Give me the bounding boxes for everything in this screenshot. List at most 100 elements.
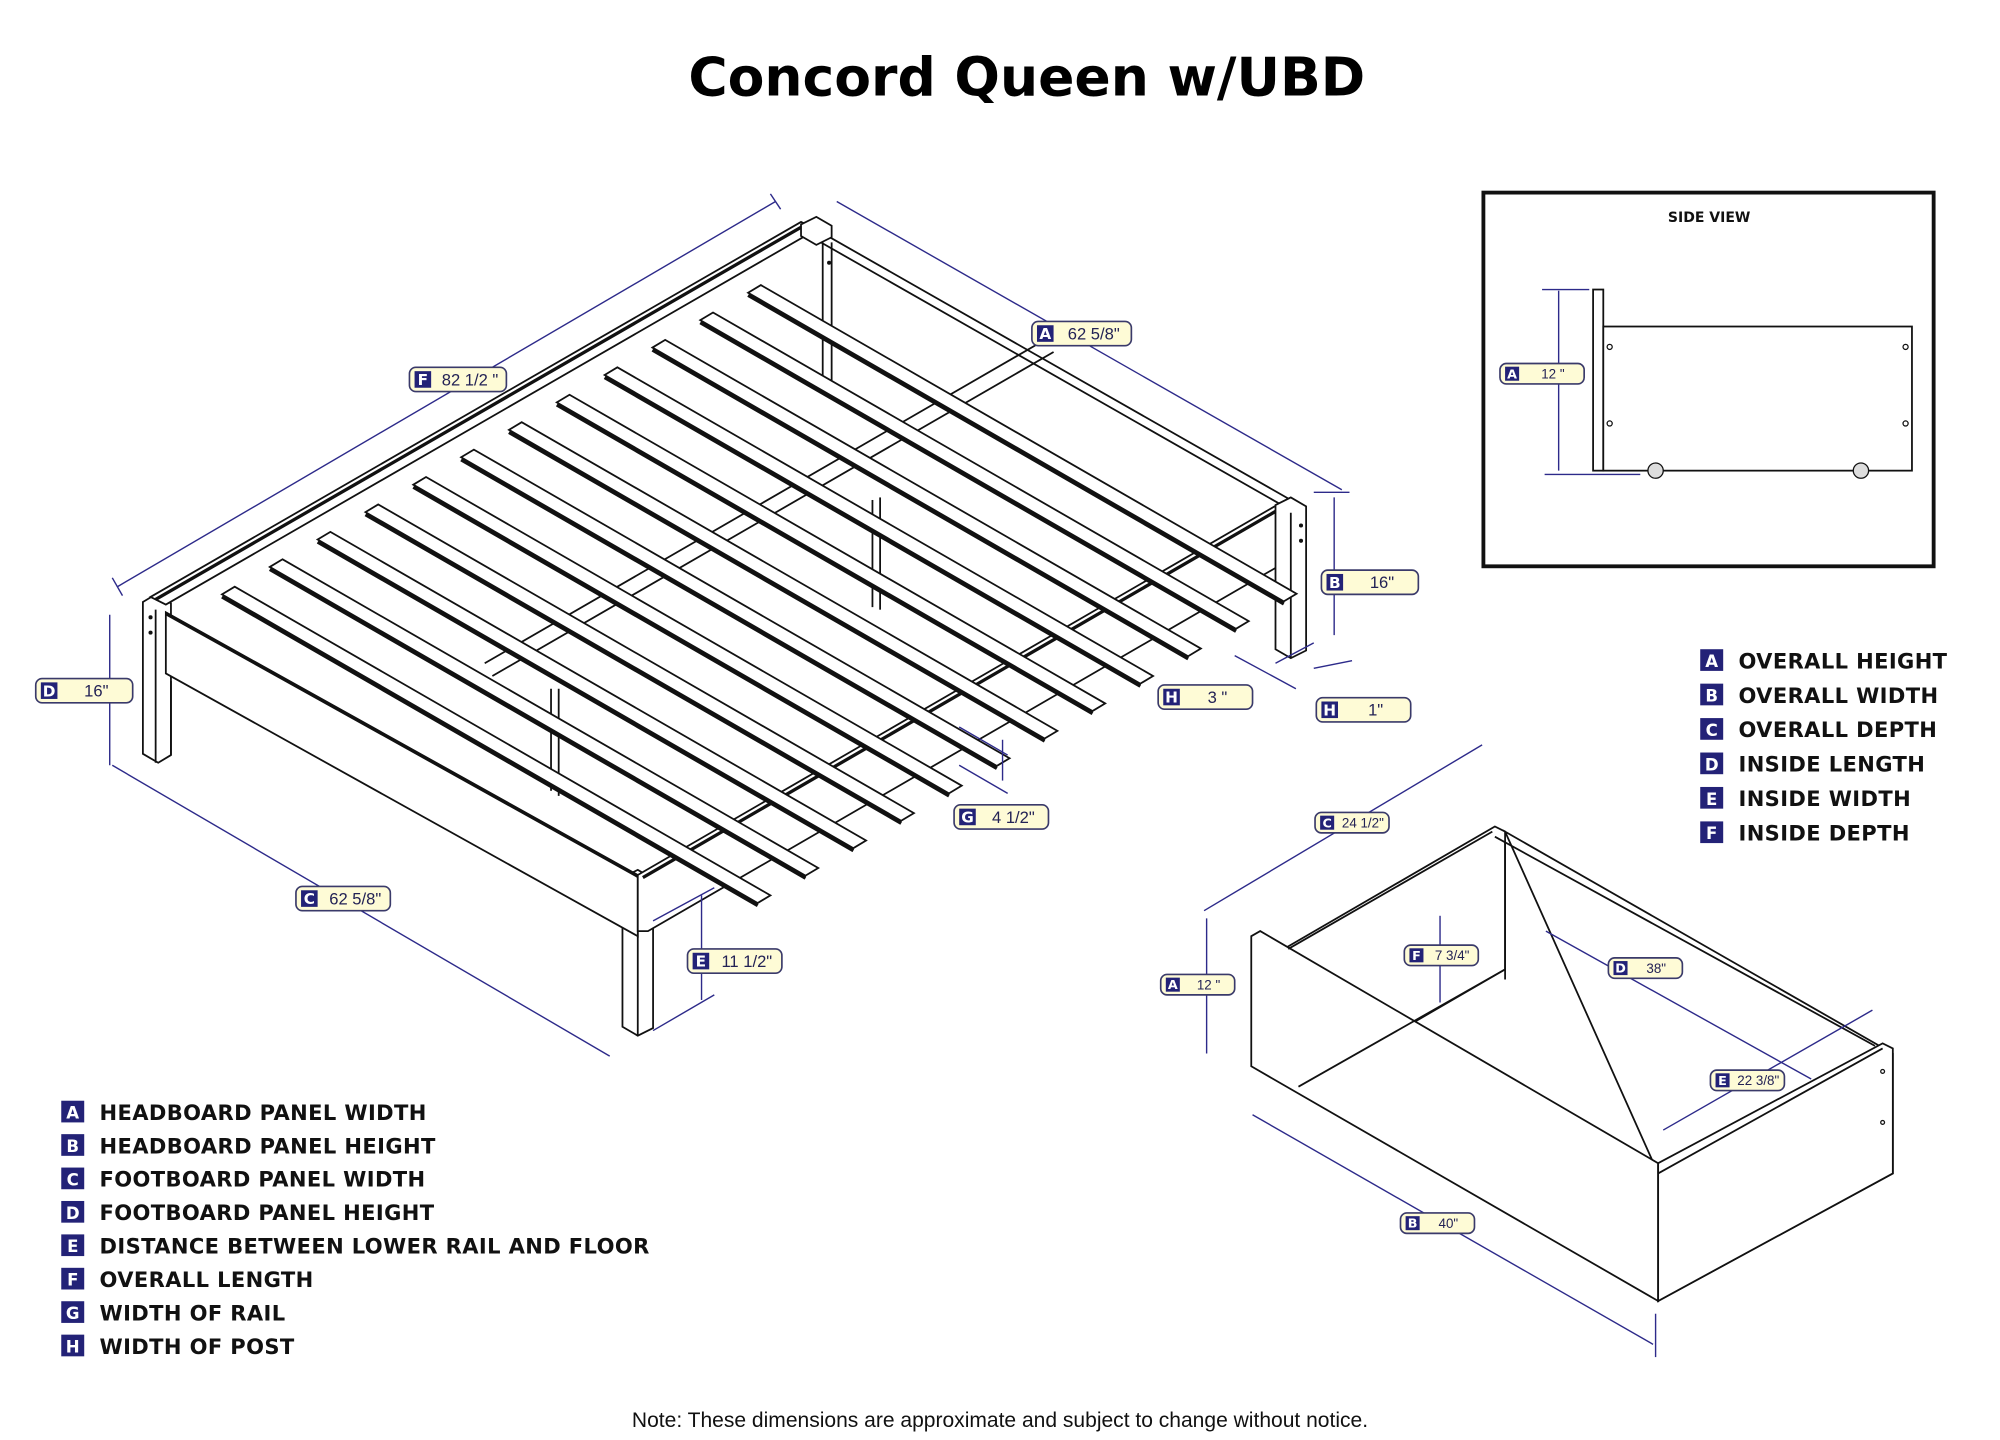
letter-badge: [1505, 366, 1520, 381]
legend-letter-badge: [1700, 683, 1724, 706]
dimension-value: 40": [1439, 1216, 1459, 1231]
slat: [411, 475, 964, 798]
drawer-dimension-tag-e: E 22 3/8": [1709, 1069, 1786, 1092]
dimension-letter: A: [1039, 325, 1051, 343]
footboard-rail: [164, 610, 639, 938]
dimension-letter: G: [961, 809, 974, 827]
dimension-letter: A: [1168, 978, 1178, 993]
dimension-value: 1": [1368, 701, 1383, 720]
slat: [459, 448, 1012, 770]
legend-label: WIDTH OF RAIL: [100, 1300, 286, 1325]
letter-badge: [1326, 573, 1344, 591]
letter-badge: [1163, 688, 1180, 706]
legend-letter: B: [66, 1137, 79, 1156]
legend-label: FOOTBOARD PANEL WIDTH: [100, 1167, 426, 1192]
legend-letter: A: [66, 1104, 79, 1123]
slat: [363, 503, 916, 825]
dimension-letter: H: [1165, 689, 1178, 707]
letter-badge: [1405, 1216, 1420, 1231]
letter-badge: [1036, 325, 1054, 342]
legend-letter-badge: [61, 1301, 85, 1323]
dimension-value: 12 ": [1541, 367, 1565, 382]
dimension-letter: C: [1322, 816, 1331, 831]
legend-letter-badge: [61, 1334, 85, 1357]
dimension-value: 4 1/2": [992, 808, 1035, 827]
legend-letter: D: [66, 1204, 80, 1223]
dimension-letter: F: [1412, 949, 1421, 964]
letter-badge: [40, 682, 58, 699]
legend-letter-badge: [1700, 718, 1724, 740]
legend-label: HEADBOARD PANEL WIDTH: [100, 1100, 427, 1125]
dimension-letter: E: [1718, 1074, 1727, 1089]
dimension-value: 38": [1646, 961, 1666, 976]
dimension-letter: E: [696, 953, 706, 971]
legend-letter: H: [66, 1338, 80, 1357]
letter-badge: [301, 890, 318, 907]
legend-letter: B: [1705, 687, 1718, 706]
bed-frame-drawing: [141, 215, 1308, 1037]
legend-label: OVERALL LENGTH: [100, 1267, 314, 1292]
legend-letter-badge: [61, 1200, 85, 1223]
legend-label: OVERALL HEIGHT: [1738, 648, 1947, 673]
letter-badge: [1321, 701, 1338, 719]
legend-letter: E: [1706, 790, 1717, 809]
letter-badge: [1409, 948, 1424, 963]
dimension-value: 22 3/8": [1737, 1073, 1779, 1088]
slats-group: [220, 284, 1299, 908]
drawer-right-side-panel: [1657, 1042, 1894, 1303]
headboard-right-post: [1274, 496, 1308, 660]
legend-letter-badge: [61, 1100, 85, 1123]
dimension-letter: D: [1615, 962, 1626, 977]
bed-dimension-tag-h: H 3 ": [1157, 684, 1254, 710]
legend-letter-badge: [1700, 649, 1724, 671]
dimension-value: 12 ": [1197, 978, 1221, 993]
slat: [698, 311, 1251, 633]
legend-item: A HEADBOARD PANEL WIDTH: [61, 1100, 426, 1125]
legend-letter-badge: [61, 1134, 85, 1156]
legend-letter-badge: [1700, 752, 1724, 775]
legend-label: INSIDE WIDTH: [1738, 786, 1911, 811]
legend-item: E INSIDE WIDTH: [1700, 786, 1911, 811]
dimension-letter: F: [418, 371, 428, 389]
slat: [746, 284, 1299, 606]
letter-badge: [1715, 1073, 1730, 1088]
legend-label: INSIDE DEPTH: [1738, 821, 1909, 846]
dimension-letter: B: [1408, 1217, 1418, 1232]
legend-item: G WIDTH OF RAIL: [61, 1300, 285, 1325]
drawer-dimension-tag-d: D 38": [1607, 957, 1684, 980]
legend-letter: G: [66, 1304, 80, 1323]
page-title: Concord Queen w/UBD: [688, 46, 1365, 109]
legend-label: DISTANCE BETWEEN LOWER RAIL AND FLOOR: [100, 1234, 650, 1259]
dimension-value: 3 ": [1208, 688, 1228, 707]
legend-letter-badge: [61, 1234, 85, 1257]
disclaimer-note: Note: These dimensions are approximate a…: [632, 1409, 1368, 1432]
drawer-drawing: [1250, 825, 1894, 1303]
side-view-panel: SIDE VIEW: [1481, 190, 1936, 569]
letter-badge: [1320, 815, 1335, 830]
legend-label: FOOTBOARD PANEL HEIGHT: [100, 1200, 435, 1225]
letter-badge: [414, 371, 432, 388]
dimension-letter: C: [304, 890, 315, 908]
side-view-title: SIDE VIEW: [1668, 210, 1751, 226]
bed-dimension-tag-c: C 62 5/8": [295, 885, 392, 912]
slat: [650, 338, 1203, 661]
dimension-value: 62 5/8": [329, 889, 381, 908]
